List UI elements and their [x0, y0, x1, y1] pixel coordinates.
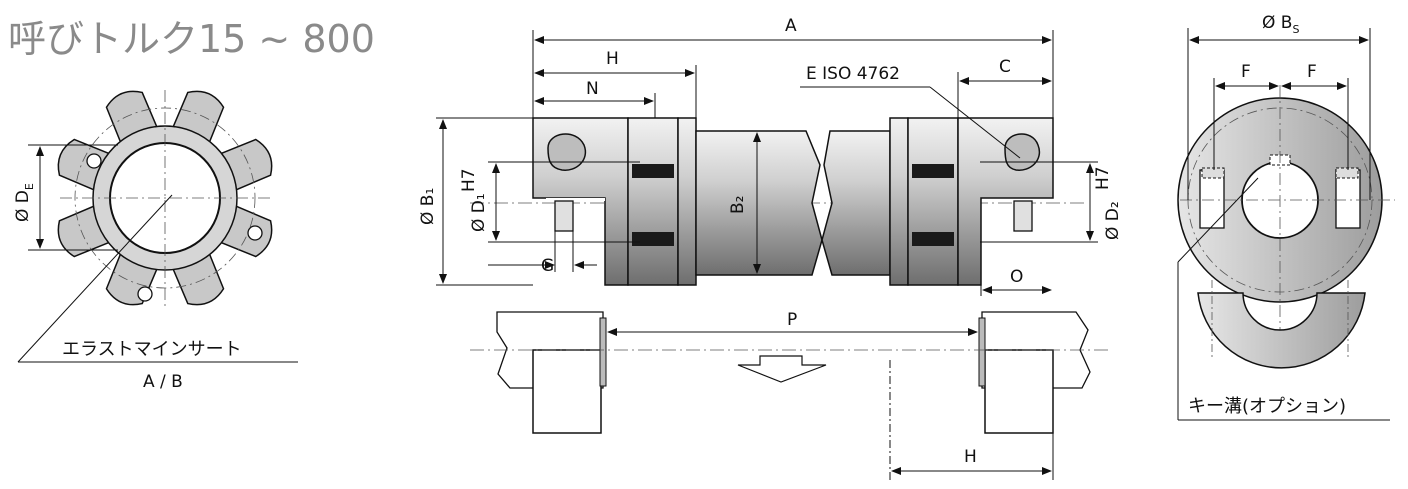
screw-spec-label: E ISO 4762 [806, 64, 900, 84]
dim-b2-label: B₂ [728, 196, 748, 214]
insert-types: A / B [143, 372, 183, 392]
removal-direction-icon [737, 355, 827, 383]
dim-c-label: C [999, 57, 1011, 77]
insert-caption: エラストマインサート [62, 339, 242, 360]
dia-bs-label: Ø BS [1262, 13, 1299, 36]
spider-lobes [57, 90, 273, 306]
dim-n-label: N [586, 79, 599, 99]
dia-d1-label: Ø D₁ [469, 193, 489, 232]
coupling-end-view: Ø BS F F キー溝(オプション) [1177, 13, 1395, 421]
dim-o-label: O [1010, 267, 1023, 287]
dim-g-label: G [541, 256, 554, 276]
dia-b1-label: Ø B₁ [418, 188, 438, 225]
right-jaw [907, 117, 959, 286]
keyway-caption: キー溝(オプション) [1188, 396, 1346, 417]
elastomer-insert-view: Ø DE エラストマインサート A / B [13, 90, 298, 392]
right-shaft-end [984, 349, 1054, 434]
dim-h-bottom-label: H [964, 447, 977, 467]
marker-hole-icon [247, 225, 263, 241]
dia-de-label: Ø DE [13, 183, 36, 222]
clamp-half-shell [1197, 292, 1366, 369]
d2-tolerance: H7 [1093, 166, 1113, 190]
coupling-side-view: A H N C E ISO 4762 Ø B₁ Ø D₁ H7 B₂ [418, 16, 1123, 480]
dia-d2-label: Ø D₂ [1103, 201, 1123, 240]
dim-f-right-label: F [1307, 62, 1317, 82]
intermediate-shaft [695, 130, 823, 276]
clamp-screw-icon [547, 133, 587, 171]
page-title: 呼びトルク15 ~ 800 [8, 17, 375, 61]
dim-f-left-label: F [1241, 62, 1251, 82]
dim-p-label: P [787, 310, 797, 330]
marker-hole-icon [86, 153, 102, 169]
dim-a-label: A [785, 16, 797, 36]
left-shaft-end [532, 349, 602, 434]
dim-h-label: H [606, 49, 619, 69]
d1-tolerance: H7 [459, 168, 479, 192]
left-jaw [627, 117, 679, 286]
